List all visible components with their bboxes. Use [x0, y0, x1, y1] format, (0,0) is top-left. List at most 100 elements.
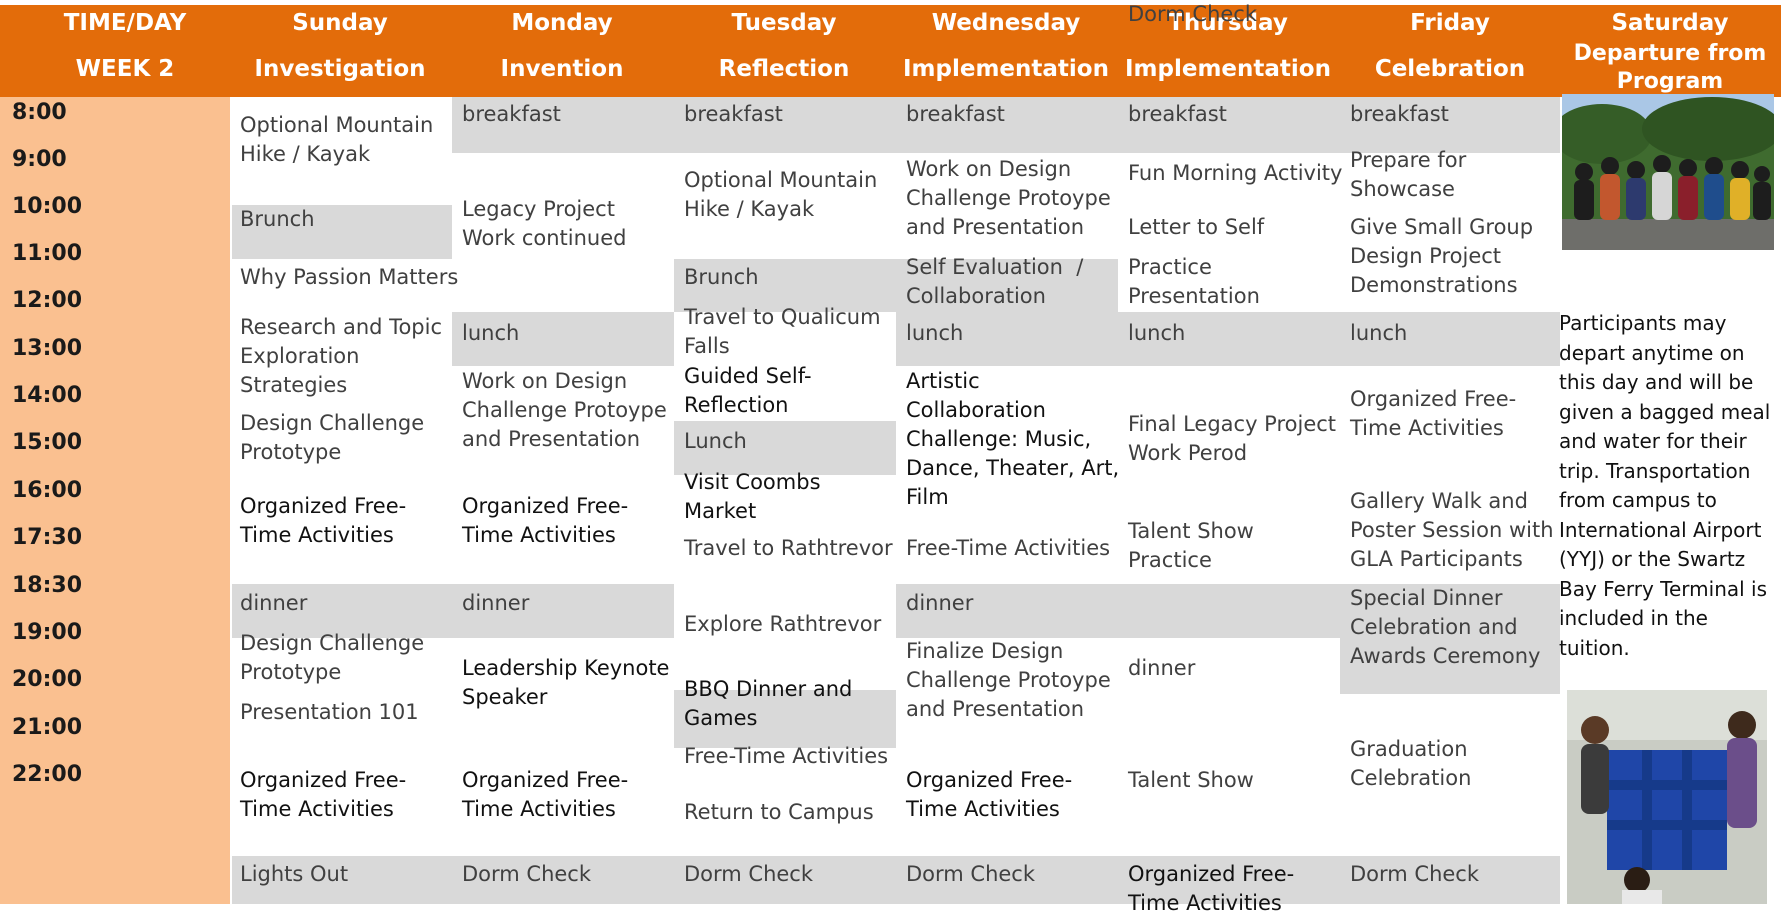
saturday-departure-note: Participants may depart anytime on this …: [1559, 311, 1771, 660]
wednesday-event: Free-Time Activities: [906, 536, 1111, 560]
shade-fri-specialdinner: [1340, 584, 1560, 694]
monday-event: breakfast: [462, 102, 561, 126]
monday-event: Work on Design Challenge Protoype and Pr…: [462, 369, 667, 451]
wednesday-event: Artistic Collaboration Challenge: Music,…: [906, 369, 1120, 509]
shade-wed-selfeval: [896, 259, 1118, 312]
friday-event: Prepare for Showcase: [1350, 148, 1467, 201]
wednesday-event: Work on Design Challenge Protoype and Pr…: [906, 157, 1111, 239]
header-day-friday: Friday: [1410, 10, 1490, 36]
thursday-event: Practice Presentation: [1128, 255, 1260, 308]
monday-event: Leadership Keynote Speaker: [462, 656, 670, 709]
wednesday-event: breakfast: [906, 102, 1005, 126]
time-label: 18:30: [12, 573, 83, 598]
thursday-event: Dorm Check: [1128, 2, 1258, 26]
tuesday-event: Visit Coombs Market: [684, 470, 821, 523]
shade-fri-dorm: [1340, 856, 1560, 904]
sunday-event: Organized Free- Time Activities: [240, 768, 407, 821]
sunday-event: Organized Free- Time Activities: [240, 494, 407, 547]
thursday-event: Talent Show Practice: [1128, 519, 1254, 572]
shade-mon-lunch: [452, 312, 674, 366]
wednesday-event: Self Evaluation / Collaboration: [906, 255, 1084, 308]
time-label: 9:00: [12, 147, 67, 172]
header-theme-thursday: Implementation: [1125, 56, 1331, 82]
time-label: 10:00: [12, 194, 83, 219]
workshop-photo: [1567, 690, 1767, 904]
group-photo: [1562, 94, 1774, 250]
thursday-event: Letter to Self: [1128, 215, 1265, 239]
thursday-event: Final Legacy Project Work Perod: [1128, 412, 1337, 465]
tuesday-event: Travel to Rathtrevor: [684, 536, 893, 560]
shade-wed-breakfast: [896, 97, 1118, 153]
sunday-event: Design Challenge Prototype: [240, 411, 425, 464]
monday-event: Organized Free- Time Activities: [462, 768, 629, 821]
tuesday-event: Explore Rathtrevor: [684, 612, 882, 636]
shade-tue-dorm: [674, 856, 896, 904]
shade-sun-lights: [232, 856, 452, 904]
shade-fri-breakfast: [1340, 97, 1560, 153]
thursday-event: Talent Show: [1128, 768, 1254, 792]
header-day-wednesday: Wednesday: [931, 10, 1081, 36]
sunday-event: Why Passion Matters: [240, 265, 459, 289]
shade-tue-brunch: [674, 259, 896, 312]
header-top-edge: [0, 0, 1781, 5]
header-theme-monday: Invention: [500, 56, 624, 82]
monday-event: dinner: [462, 591, 530, 615]
time-label: 17:30: [12, 525, 83, 550]
sunday-event: Lights Out: [240, 862, 349, 886]
shade-wed-dinner: [896, 584, 1118, 638]
shade-mon-breakfast: [452, 97, 674, 153]
friday-event: Organized Free- Time Activities: [1350, 387, 1517, 440]
wednesday-event: dinner: [906, 591, 974, 615]
wednesday-event: Organized Free- Time Activities: [906, 768, 1073, 821]
shade-mon-dinner: [452, 584, 674, 638]
sunday-event: Research and Topic Exploration Strategie…: [240, 315, 443, 397]
tuesday-event: Return to Campus: [684, 800, 874, 824]
wednesday-event: Finalize Design Challenge Protoype and P…: [906, 639, 1111, 721]
shade-mon-dorm: [452, 856, 674, 904]
group-photo-image: [1562, 94, 1774, 250]
thursday-event: Organized Free- Time Activities: [1128, 862, 1295, 915]
friday-event: Graduation Celebration: [1350, 737, 1472, 790]
header-day-saturday: Saturday: [1611, 10, 1729, 36]
sunday-event: Optional Mountain Hike / Kayak: [240, 113, 434, 166]
tuesday-event: Guided Self- Reflection: [684, 364, 812, 417]
header-day-sunday: Sunday: [292, 10, 388, 36]
time-label: 19:00: [12, 620, 83, 645]
tuesday-event: Optional Mountain Hike / Kayak: [684, 168, 878, 221]
header-day-tuesday: Tuesday: [731, 10, 837, 36]
monday-event: Legacy Project Work continued: [462, 197, 627, 250]
tuesday-event: BBQ Dinner and Games: [684, 677, 853, 730]
time-label: 16:00: [12, 478, 83, 503]
shade-wed-dorm: [896, 856, 1118, 904]
time-label: 8:00: [12, 100, 67, 125]
thursday-event: lunch: [1128, 321, 1186, 345]
tuesday-event: breakfast: [684, 102, 783, 126]
monday-event: Organized Free- Time Activities: [462, 494, 629, 547]
tuesday-event: Free-Time Activities: [684, 744, 889, 768]
header-theme-wednesday: Implementation: [903, 56, 1109, 82]
tuesday-event: Travel to Qualicum Falls: [684, 305, 881, 358]
friday-event: Give Small Group Design Project Demonstr…: [1350, 215, 1534, 297]
monday-event: lunch: [462, 321, 520, 345]
shade-thu-breakfast: [1118, 97, 1340, 153]
shade-wed-lunch: [896, 312, 1118, 366]
workshop-photo-image: [1567, 690, 1767, 904]
header-theme-saturday: Departure from Program: [1573, 41, 1767, 94]
wednesday-event: lunch: [906, 321, 964, 345]
time-label: 14:00: [12, 383, 83, 408]
sunday-event: Presentation 101: [240, 700, 419, 724]
header-time-day: TIME/DAY: [63, 10, 187, 36]
tuesday-event: Brunch: [684, 265, 759, 289]
header-day-thursday: Thursday: [1168, 10, 1288, 36]
time-label: 11:00: [12, 241, 83, 266]
friday-event: breakfast: [1350, 102, 1449, 126]
header-week: WEEK 2: [75, 56, 175, 82]
friday-event: Special Dinner Celebration and Awards Ce…: [1350, 586, 1541, 668]
thursday-event: Fun Morning Activity: [1128, 161, 1343, 185]
time-label: 21:00: [12, 715, 83, 740]
shade-tue-lunch: [674, 421, 896, 475]
sunday-event: Design Challenge Prototype: [240, 631, 425, 684]
friday-event: lunch: [1350, 321, 1408, 345]
time-label: 12:00: [12, 288, 83, 313]
shade-thu-lunch: [1118, 312, 1340, 366]
